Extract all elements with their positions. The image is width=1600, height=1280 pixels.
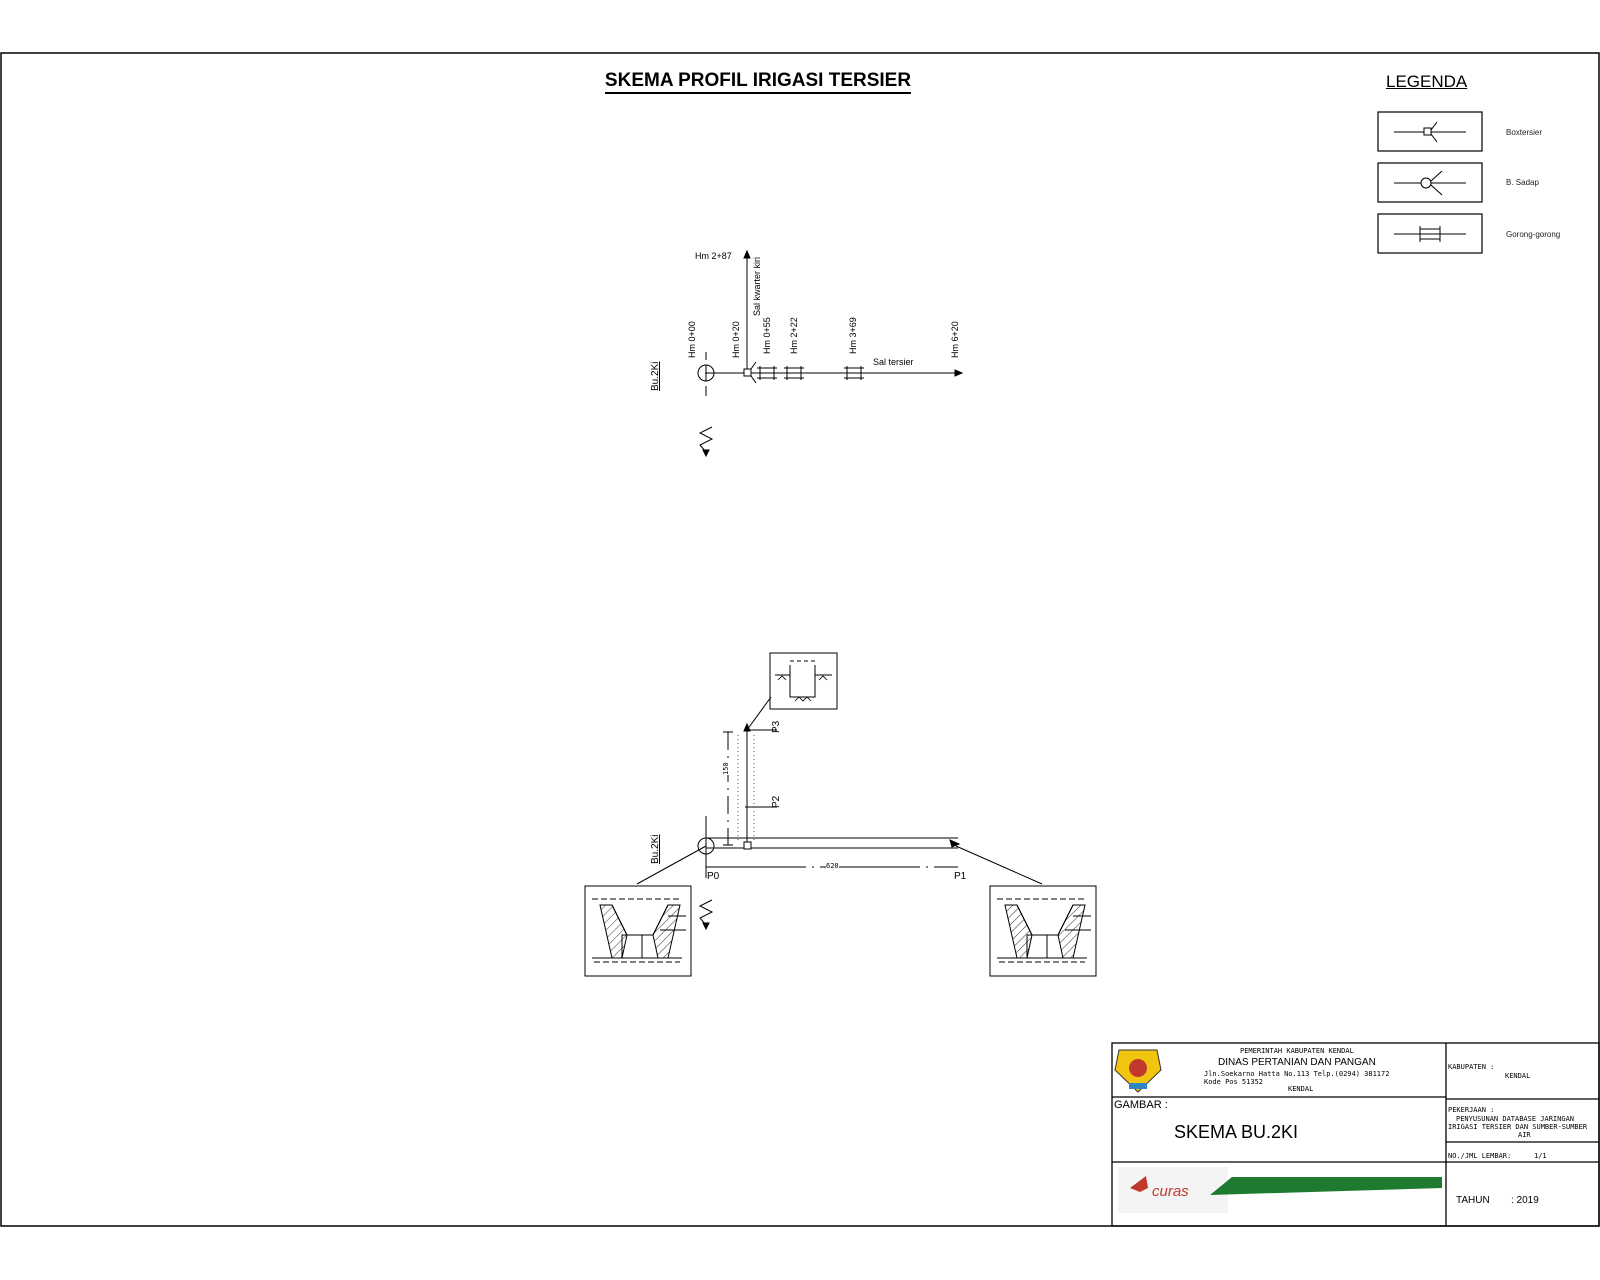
label-bu-schema: Bu.2Ki xyxy=(650,361,661,391)
tb-gambar-label: GAMBAR : xyxy=(1114,1099,1168,1111)
leader-p0 xyxy=(636,845,707,885)
label-hm020: Hm 0+20 xyxy=(731,321,741,358)
tb-pekerjaan-label: PEKERJAAN : xyxy=(1448,1106,1495,1114)
gorong-symbol-1 xyxy=(757,366,777,380)
gorong-symbol-3 xyxy=(844,366,864,380)
tb-city: KENDAL xyxy=(1288,1085,1314,1093)
tb-kabupaten-label: KABUPATEN : xyxy=(1448,1063,1495,1071)
legend-box-gorong xyxy=(1377,213,1483,254)
legend-label-sadap: B. Sadap xyxy=(1506,178,1539,187)
label-p1: P1 xyxy=(954,871,967,882)
legend-label-gorong: Gorong-gorong xyxy=(1506,230,1561,239)
tb-gambar-value: SKEMA BU.2KI xyxy=(1174,1122,1299,1142)
tb-postal: Kode Pos 51352 xyxy=(1204,1078,1264,1086)
label-hm620: Hm 6+20 xyxy=(950,321,960,358)
label-sal-tersier: Sal tersier xyxy=(873,357,914,367)
label-p2: P2 xyxy=(771,795,782,808)
drawing-title: SKEMA PROFIL IRIGASI TERSIER xyxy=(0,70,1516,94)
consultant-logo xyxy=(1118,1167,1442,1213)
label-hm055: Hm 0+55 xyxy=(762,317,772,354)
tb-gov: PEMERINTAH KABUPATEN KENDAL xyxy=(1240,1047,1354,1055)
tb-lembar-label: NO./JML LEMBAR: xyxy=(1448,1152,1512,1160)
source-arrow-icon xyxy=(698,426,714,453)
tb-logo-text: curas xyxy=(1152,1183,1189,1200)
tb-tahun-label: TAHUN xyxy=(1456,1195,1490,1206)
channel-arrow-icon xyxy=(954,369,964,377)
tb-pekerjaan-line2: IRIGASI TERSIER DAN SUMBER-SUMBER xyxy=(1448,1123,1588,1131)
box-tersier-symbol xyxy=(743,368,752,377)
section-p1 xyxy=(989,885,1097,977)
schema-diagram xyxy=(697,249,964,458)
label-hm000: Hm 0+00 xyxy=(687,321,697,358)
tb-dept: DINAS PERTANIAN DAN PANGAN xyxy=(1218,1057,1376,1068)
label-p0: P0 xyxy=(707,871,720,882)
tb-pekerjaan-line1: PENYUSUNAN DATABASE JARINGAN xyxy=(1456,1115,1575,1123)
legend-box-sadap xyxy=(1377,162,1483,203)
section-p0 xyxy=(584,885,692,977)
label-hm369: Hm 3+69 xyxy=(848,317,858,354)
tb-lembar-value: 1/1 xyxy=(1534,1152,1547,1160)
label-p3: P3 xyxy=(771,720,782,733)
label-hm222: Hm 2+22 xyxy=(789,317,799,354)
tb-kabupaten-value: KENDAL xyxy=(1505,1072,1531,1080)
gorong-symbol-2 xyxy=(784,366,804,380)
tb-pekerjaan-line3: AIR xyxy=(1518,1131,1531,1139)
kendal-coat-of-arms xyxy=(1114,1049,1162,1093)
legend-title: LEGENDA xyxy=(1386,72,1468,91)
tb-tahun-value: : 2019 xyxy=(1511,1195,1539,1206)
leader-p1 xyxy=(955,845,1043,885)
legend-box-tersier xyxy=(1377,111,1483,152)
profile-box-tersier xyxy=(743,841,752,850)
section-p3 xyxy=(769,652,838,710)
label-branch-length: 150 xyxy=(722,762,730,775)
legend-label-box-tersier: Boxtersier xyxy=(1506,128,1543,137)
label-sal-kuarter: Sal kwarter kiri xyxy=(752,256,762,316)
label-main-length: 620 xyxy=(826,862,839,870)
sheet-border xyxy=(0,52,1600,1227)
tb-address: Jln.Soekarno Hatta No.113 Telp.(0294) 38… xyxy=(1204,1070,1390,1078)
leader-p3 xyxy=(746,696,772,731)
title-block-frame xyxy=(1111,1042,1600,1227)
profile-diagram xyxy=(584,652,1097,977)
label-bu-profile: Bu.2Ki xyxy=(650,834,661,864)
label-hm287: Hm 2+87 xyxy=(695,251,732,261)
